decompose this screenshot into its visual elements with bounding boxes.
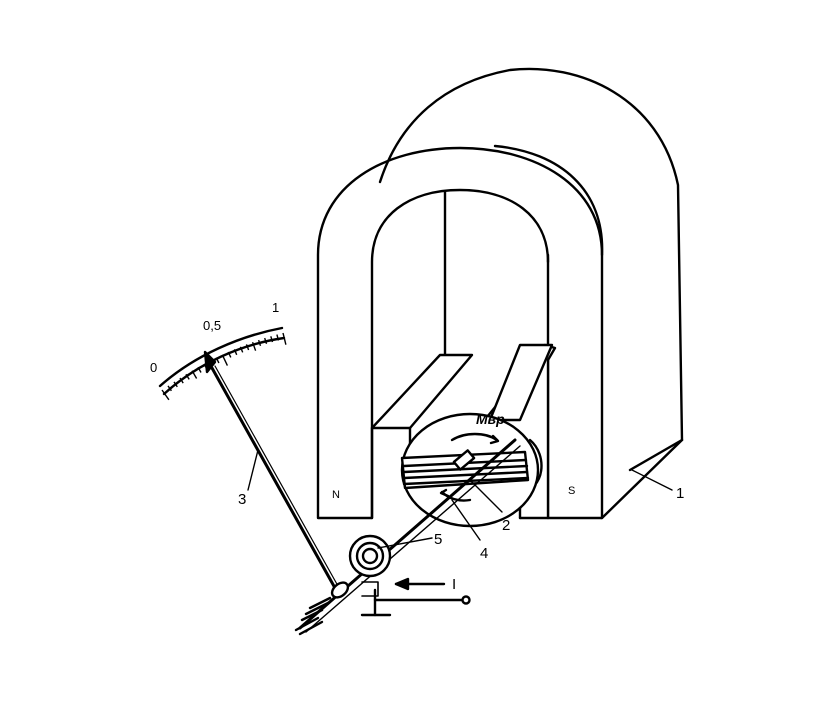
scale-tick xyxy=(221,354,229,366)
scale-tick xyxy=(282,332,287,345)
scale-tick xyxy=(197,366,202,373)
scale-tick xyxy=(173,381,178,388)
scale-tick xyxy=(179,377,184,384)
scale-tick xyxy=(185,373,190,380)
callout-3: 3 xyxy=(238,491,246,508)
scale-tick xyxy=(203,363,208,370)
scale-label-half: 0,5 xyxy=(203,318,221,333)
scale-tick xyxy=(233,349,238,356)
pointer xyxy=(203,350,350,636)
scale-label-one: 1 xyxy=(272,300,279,315)
current-label: I xyxy=(452,576,456,593)
spiral-spring xyxy=(348,534,392,597)
scale-tick xyxy=(239,346,244,353)
leader-lines xyxy=(247,449,673,549)
callout-1: 1 xyxy=(676,485,684,502)
permanent-magnet xyxy=(316,67,684,520)
scale-tick xyxy=(191,370,198,379)
torque-label: Mвр xyxy=(476,411,505,427)
scale-tick xyxy=(270,336,274,343)
south-pole-label: S xyxy=(568,485,575,497)
scale-tick xyxy=(245,344,250,351)
iron-core xyxy=(400,412,540,528)
scale-tick xyxy=(209,360,214,367)
north-pole-label: N xyxy=(332,489,340,501)
scale-tick xyxy=(161,389,170,401)
callout-4: 4 xyxy=(480,545,488,562)
scale-tick xyxy=(215,357,220,364)
scale-tick xyxy=(257,339,262,347)
current-lead xyxy=(360,577,471,617)
scale-label-zero: 0 xyxy=(150,360,157,375)
scale-tick xyxy=(167,385,172,392)
callout-5: 5 xyxy=(434,531,442,548)
scale-tick xyxy=(264,337,268,345)
scale-tick xyxy=(251,341,257,351)
scale-ticks xyxy=(161,332,287,401)
callout-2: 2 xyxy=(502,517,510,534)
scale-tick xyxy=(227,351,232,358)
scale-tick xyxy=(276,334,280,341)
